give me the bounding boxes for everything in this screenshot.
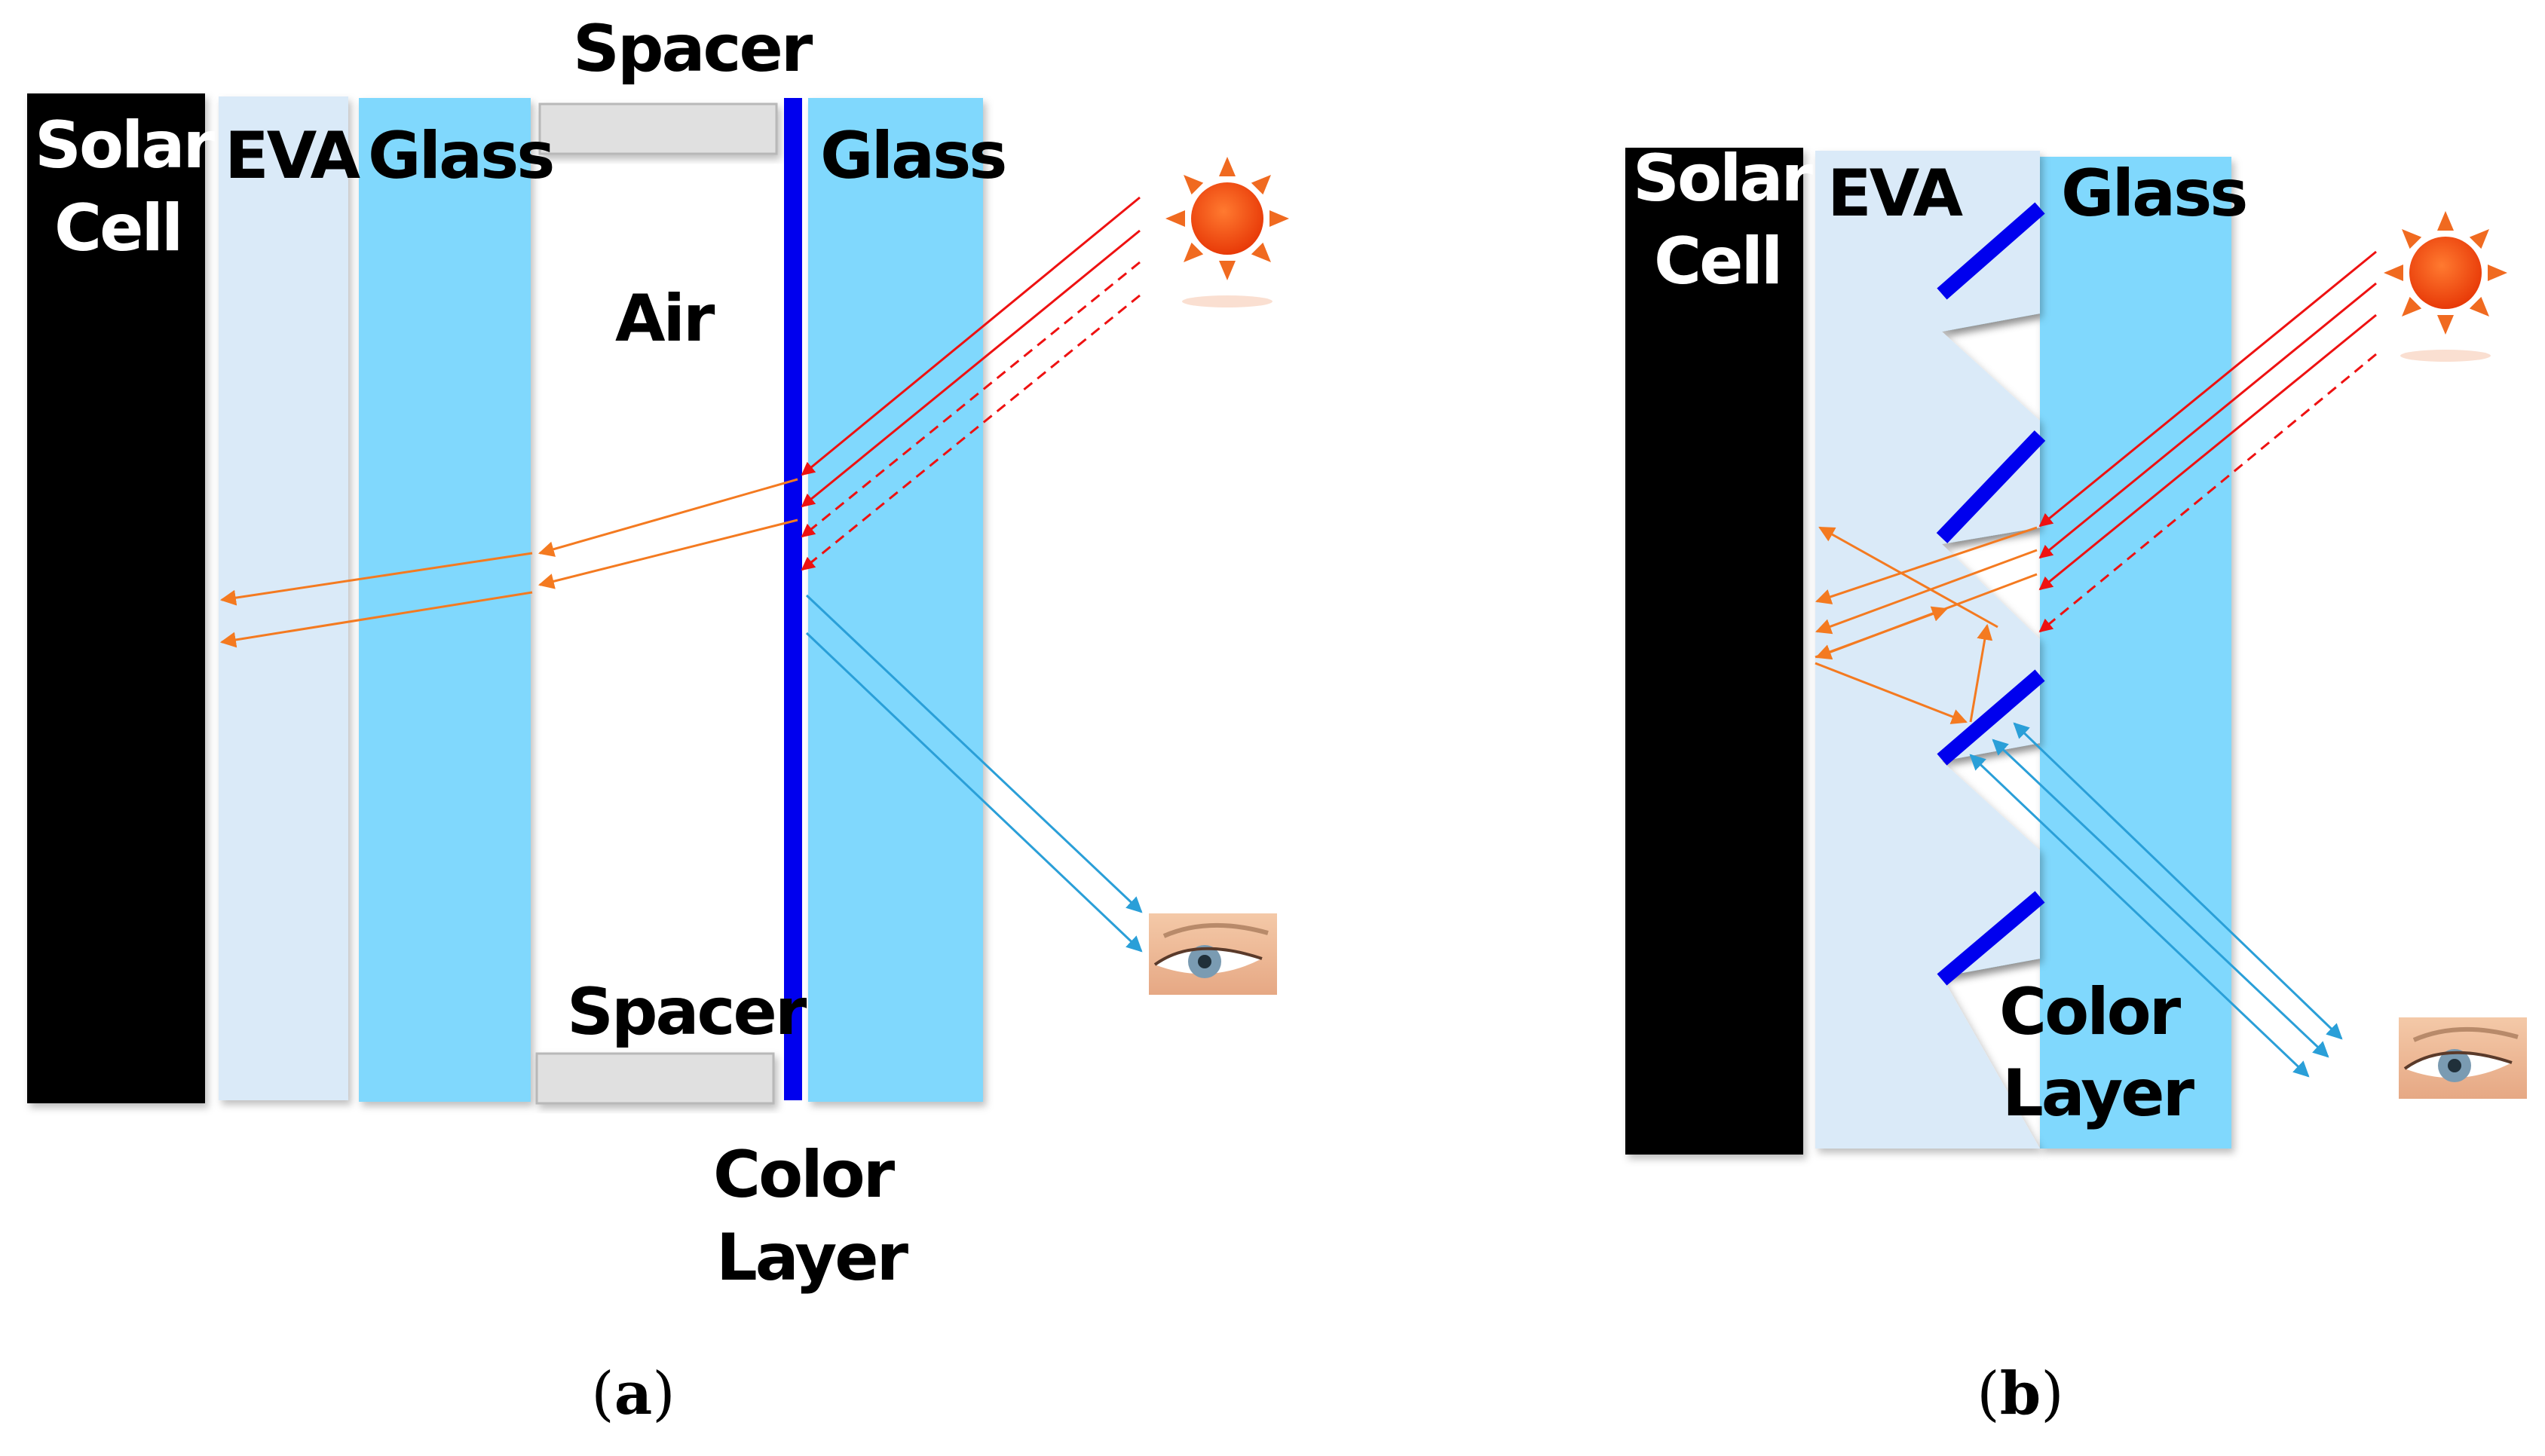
spacer-top: [538, 102, 778, 155]
solar-cell-layer: [1625, 148, 1803, 1155]
air-label: Air: [615, 281, 715, 356]
glass-label: Glass: [2061, 156, 2246, 231]
transmitted-light-rays: [219, 478, 798, 648]
incident-light-rays: [801, 196, 1141, 571]
reflected-light-rays: [1969, 722, 2343, 1078]
solar-cell-label-line2: Cell: [54, 191, 181, 266]
svg-text:Solar Cell: Solar Cell: [35, 108, 233, 266]
solar-cell-label: Solar: [1633, 141, 1814, 216]
spacer-bottom-label: Spacer: [567, 974, 807, 1050]
color-layer-label: Color: [1999, 974, 2182, 1050]
svg-text:Solar Cell: Solar Cell: [1633, 141, 1831, 299]
color-layer-label-line2: Layer: [2002, 1056, 2195, 1131]
glass-right-label: Glass: [820, 118, 1005, 194]
spacer-top-label: Spacer: [573, 11, 813, 87]
sun-icon: [2384, 211, 2507, 362]
panel-b: Solar Cell EVA Glass Color Layer (b): [1625, 141, 2527, 1428]
spacer-bottom: [535, 1052, 775, 1105]
caption-a: (a): [591, 1360, 675, 1428]
reflected-light-rays: [805, 594, 1143, 953]
transmitted-light-rays: [1815, 526, 2038, 724]
caption-b: (b): [1977, 1360, 2063, 1428]
solar-cell-label: Solar: [35, 108, 216, 183]
solar-cell-label-line2: Cell: [1654, 224, 1781, 299]
sun-icon: [1165, 157, 1289, 307]
color-layer-film: [784, 98, 802, 1100]
incident-light-rays: [2038, 250, 2377, 633]
panel-a: Solar Cell EVA Glass Glass Spacer Spacer…: [27, 11, 1289, 1428]
svg-text:Color Layer: Color Layer: [713, 1137, 913, 1295]
color-layer-label-line2: Layer: [716, 1220, 909, 1295]
eva-layer: [219, 96, 348, 1100]
glass-layer-left: [359, 98, 531, 1102]
color-layer-label: Color: [713, 1137, 896, 1213]
solar-cell-layer: [27, 93, 205, 1103]
eye-icon: [2399, 1017, 2527, 1123]
eye-icon: [1149, 913, 1277, 1019]
eva-label: EVA: [225, 118, 360, 194]
svg-text:Color Layer: Color Layer: [1999, 974, 2199, 1131]
glass-layer-right: [808, 98, 983, 1102]
eva-label: EVA: [1827, 156, 1963, 231]
glass-left-label: Glass: [368, 118, 553, 194]
